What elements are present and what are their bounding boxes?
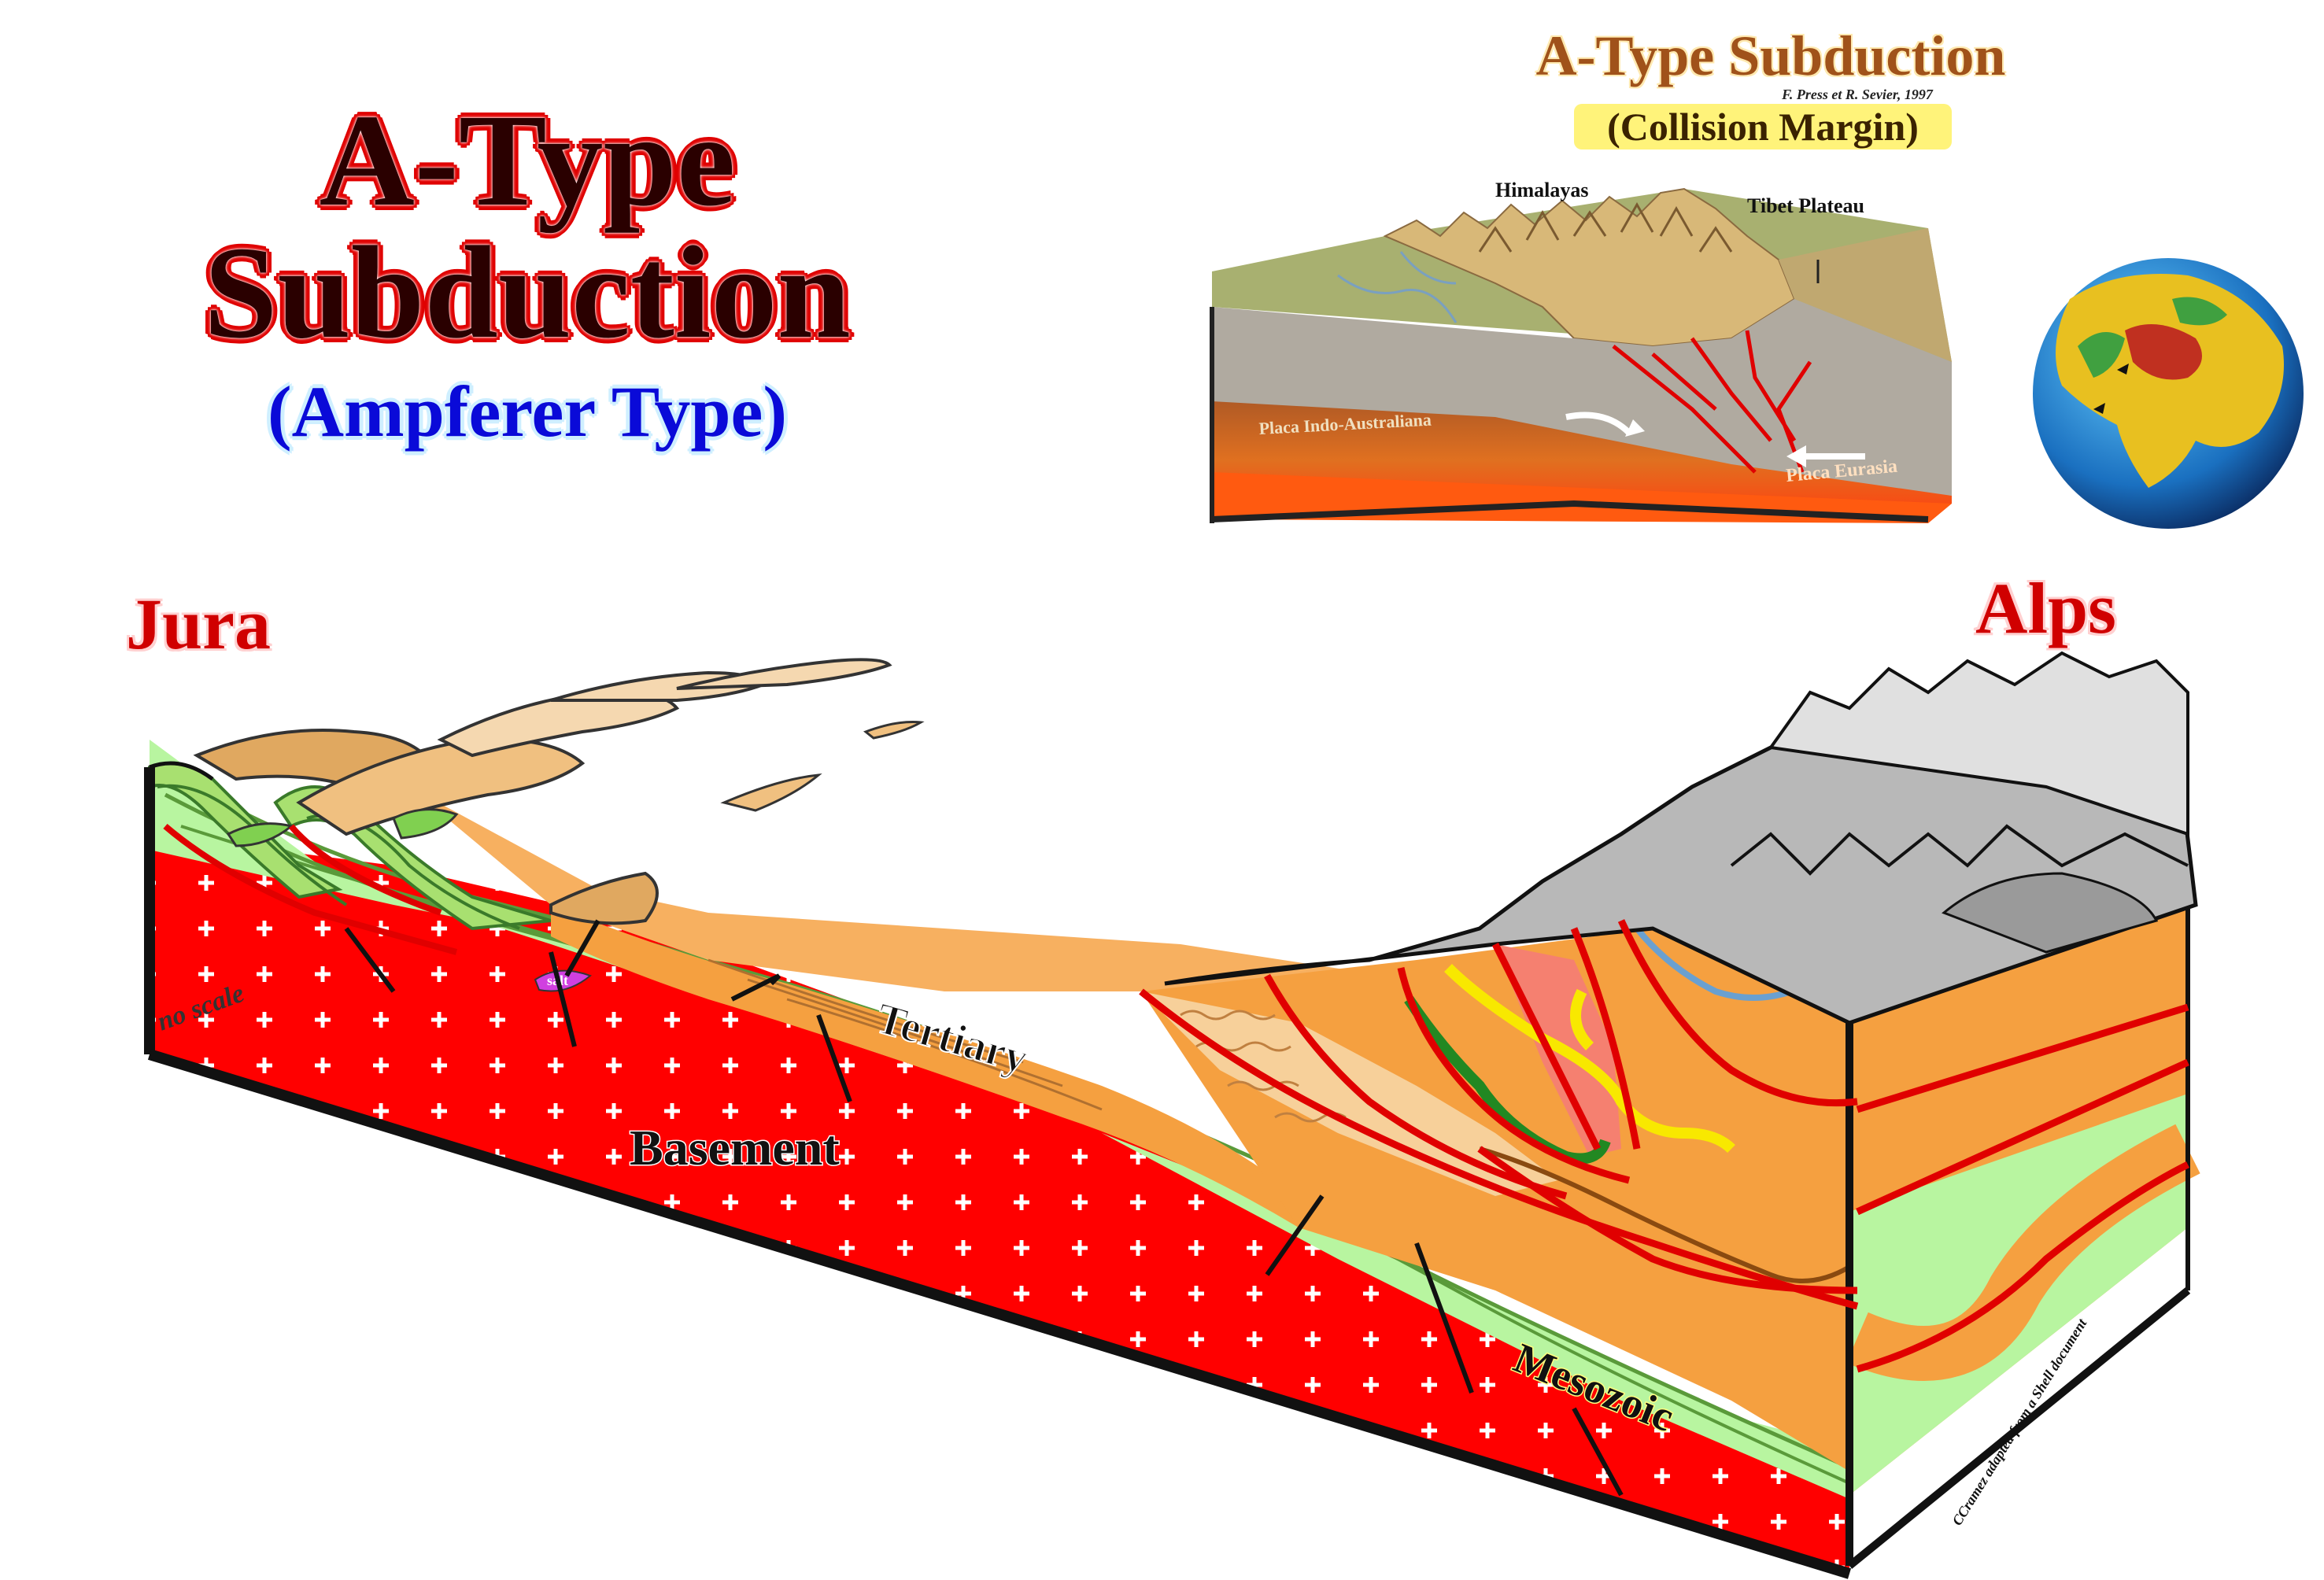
alps-nappe-body [1141, 905, 2188, 1471]
globe-tibet [2125, 324, 2202, 380]
alps-dark-peak [1942, 872, 2159, 954]
basement-label: Basement [630, 1120, 840, 1176]
main-title-line2: Subduction [204, 220, 851, 366]
jura-label: Jura [126, 584, 271, 664]
jura-green-patch-2 [392, 808, 459, 840]
alps-green-layer [1404, 996, 1611, 1165]
tertiary-plain-top [409, 787, 1385, 999]
mesozoic-front [150, 740, 1849, 1499]
jura-ridge-2 [296, 737, 586, 836]
normal-faults [344, 919, 1624, 1497]
jura-fragment-2 [863, 721, 925, 740]
alps-light-nappe [1141, 991, 1558, 1196]
right-face-bottom-edge [1846, 1287, 2191, 1569]
inset-tibet-label: Tibet Plateau [1747, 194, 1864, 217]
fault-alps-3 [1397, 967, 1631, 1184]
main-title: A-Type Subduction [150, 94, 905, 359]
alps-label: Alps [1975, 568, 2116, 648]
basement-front [150, 834, 1849, 1574]
inset-himalaya-range [1383, 187, 1796, 348]
globe-arrows [2093, 364, 2129, 414]
fault-jura-1 [163, 823, 458, 955]
globe-green-land [2078, 297, 2227, 378]
inset-block-diagram: Himalayas Tibet Plateau Placa Indo-Austr… [1210, 179, 1952, 523]
main-subtitle: (Ampferer Type) [267, 371, 788, 452]
fault-jura-2 [288, 824, 442, 916]
tertiary-bedding [708, 958, 1103, 1111]
main-block-diagram: salt [144, 651, 2200, 1579]
fault-alps-frontal [1139, 988, 1859, 1310]
alps-ridge-line [1730, 824, 2189, 876]
main-title-line1: A-Type [319, 87, 736, 234]
inset-subtitle: (Collision Margin) [1574, 104, 1952, 150]
jura-ridge-6 [549, 871, 659, 925]
inset-indo-arrow-head [1625, 419, 1645, 437]
fault-alps-4 [1491, 942, 1602, 1151]
fault-right-face [1856, 1003, 2190, 1373]
alps-snow-peaks [1768, 651, 2189, 836]
globe-land [2056, 274, 2284, 488]
jura-fragment-1 [720, 773, 822, 812]
inset-peaks [1478, 201, 1733, 253]
fault-alps-7 [1477, 1146, 1858, 1294]
inset-faults [1612, 330, 1812, 474]
inset-base-line [1211, 500, 1929, 522]
fault-alps-5 [1570, 927, 1641, 1150]
jura-ridge-3 [437, 690, 680, 758]
globe-image [2033, 258, 2304, 529]
inset-credit: F. Press et R. Sevier, 1997 [1782, 87, 1933, 102]
inset-indo-arrow [1565, 412, 1631, 435]
inset-eurasia-arrow-head [1786, 445, 1806, 467]
salt-lens [534, 969, 592, 992]
bottom-edge [147, 1049, 1852, 1579]
alps-yellow-layer [1444, 964, 1735, 1154]
tertiary-front [551, 905, 1299, 1227]
alps-brown-layer [1479, 1146, 1851, 1283]
jura-ridge-5 [676, 658, 892, 690]
alps-wavy-bedding [1180, 1010, 1347, 1123]
inset-rivers [1337, 251, 1458, 323]
inset-tibet-surface [1779, 228, 1952, 362]
fault-alps-6 [1617, 919, 1858, 1107]
inset-title: A-Type Subduction [1535, 24, 2006, 87]
fault-alps-2 [1264, 973, 1568, 1200]
left-top-outline [149, 761, 214, 781]
inset-himalayas-label: Himalayas [1495, 179, 1588, 201]
